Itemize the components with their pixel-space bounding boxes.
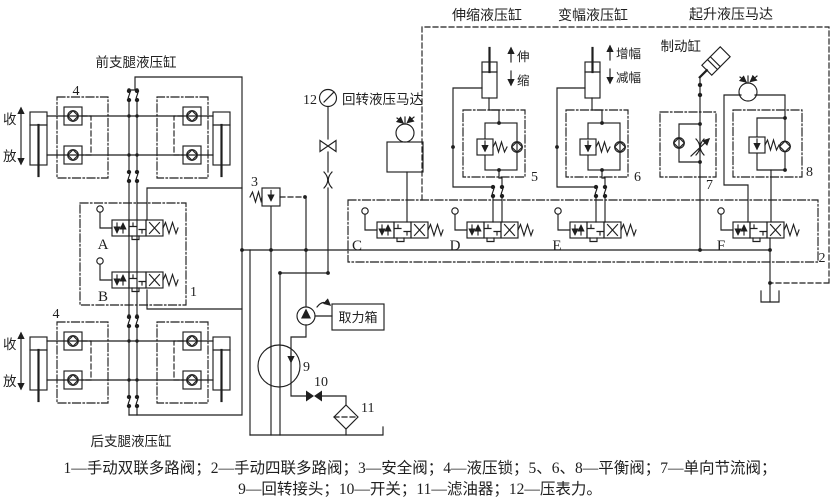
pressure-gauge-branch bbox=[318, 88, 338, 274]
swing-motor-icon bbox=[396, 117, 414, 142]
check-valve-icon bbox=[779, 140, 791, 153]
luffing-cylinder-label: 变幅液压缸 bbox=[558, 7, 628, 24]
pto-label: 取力箱 bbox=[338, 310, 377, 325]
part-5-label: 5 bbox=[531, 170, 538, 185]
quad-valve-group-boundary bbox=[421, 26, 830, 284]
front-right-cylinder-icon bbox=[211, 110, 232, 178]
telescope-circuit bbox=[452, 46, 526, 223]
rear-right-cylinder-icon bbox=[211, 335, 232, 403]
lower-label-rear: 放 bbox=[3, 374, 17, 389]
luffing-cylinder-icon bbox=[583, 46, 602, 100]
part-6-label: 6 bbox=[634, 170, 641, 185]
rear-outrigger-label: 后支腿液压缸 bbox=[91, 433, 172, 449]
tank-icon bbox=[760, 290, 780, 303]
text-labels: 前支腿液压缸 后支腿液压缸 伸缩液压缸 变幅液压缸 起升液压马达 回转液压马达 … bbox=[3, 7, 826, 498]
telescope-cylinder-label: 伸缩液压缸 bbox=[452, 7, 522, 24]
part-2-label: 2 bbox=[819, 251, 826, 266]
lower-label-front: 放 bbox=[3, 149, 17, 164]
caption-line-1: 1—手动双联多路阀；2—手动四联多路阀；3—安全阀；4—液压锁；5、6、8—平衡… bbox=[63, 459, 776, 477]
valve-bank-2-box bbox=[347, 199, 819, 263]
valve-c-icon bbox=[362, 208, 443, 242]
part-7-label: 7 bbox=[706, 178, 713, 193]
valve-d-icon bbox=[452, 208, 533, 242]
amp-increase-label: 增幅 bbox=[616, 46, 641, 61]
power-unit-group bbox=[257, 298, 385, 436]
pto-box bbox=[331, 303, 385, 331]
valve-e-icon bbox=[555, 208, 636, 242]
brake-cylinder-icon bbox=[698, 46, 731, 79]
gauge-coupler-icon bbox=[323, 171, 333, 189]
hoist-motor-label: 起升液压马达 bbox=[689, 7, 773, 23]
valve-d-label: D bbox=[450, 238, 461, 254]
valve-b-label: B bbox=[98, 289, 108, 305]
part-12-label: 12 bbox=[303, 93, 317, 108]
part-4-front-label: 4 bbox=[73, 84, 80, 99]
rear-right-hydraulic-lock-icon bbox=[157, 322, 208, 403]
retract-label-rear: 收 bbox=[3, 337, 17, 352]
front-left-cylinder-icon bbox=[28, 110, 49, 178]
part-8-label: 8 bbox=[806, 165, 813, 180]
switch-10-icon bbox=[306, 390, 322, 402]
part-1-label: 1 bbox=[190, 285, 197, 300]
front-outrigger-assembly bbox=[17, 76, 243, 416]
swing-motor-label: 回转液压马达 bbox=[342, 92, 423, 107]
rear-left-hydraulic-lock-icon bbox=[57, 322, 108, 403]
directional-valves bbox=[97, 206, 799, 292]
retract-label-front: 收 bbox=[3, 112, 17, 127]
safety-valve-3 bbox=[249, 187, 303, 207]
valve-f-label: F bbox=[717, 238, 725, 254]
luffing-circuit bbox=[556, 44, 629, 223]
part-11-label: 11 bbox=[361, 401, 374, 416]
junction-dots bbox=[127, 88, 787, 382]
brake-cylinder-label: 制动缸 bbox=[661, 38, 702, 54]
swing-motor-group bbox=[386, 117, 424, 223]
check-throttle-valve-7-box bbox=[659, 111, 717, 178]
part-4-rear-label: 4 bbox=[53, 307, 60, 322]
rear-left-cylinder-icon bbox=[28, 335, 49, 403]
gauge-shutoff-valve-icon bbox=[319, 139, 337, 153]
filter-icon bbox=[333, 404, 359, 430]
caption-line-2: 9—回转接头；10—开关；11—滤油器；12—压表力。 bbox=[238, 480, 602, 498]
hoist-circuit bbox=[659, 46, 803, 303]
valve-c-label: C bbox=[352, 238, 362, 254]
valve-f-icon bbox=[718, 208, 799, 242]
valve-e-label: E bbox=[552, 238, 561, 254]
front-left-hydraulic-lock-icon bbox=[57, 97, 108, 178]
extend-label: 伸 bbox=[517, 50, 530, 64]
front-right-hydraulic-lock-icon bbox=[157, 97, 208, 178]
main-pressure-return-lines bbox=[241, 196, 771, 436]
part-3-label: 3 bbox=[251, 175, 258, 190]
part-9-label: 9 bbox=[303, 360, 310, 375]
part-10-label: 10 bbox=[314, 375, 328, 390]
valve-a-label: A bbox=[98, 237, 109, 253]
front-outrigger-label: 前支腿液压缸 bbox=[96, 54, 177, 70]
balance-valve-8-box bbox=[732, 109, 803, 178]
telescope-cylinder-icon bbox=[480, 46, 499, 100]
valve-bank-1-box bbox=[79, 202, 187, 306]
shrink-label: 缩 bbox=[517, 73, 530, 88]
hoist-motor-icon bbox=[739, 76, 757, 101]
rotary-joint-icon bbox=[257, 344, 301, 388]
amp-decrease-label: 减幅 bbox=[616, 70, 641, 85]
